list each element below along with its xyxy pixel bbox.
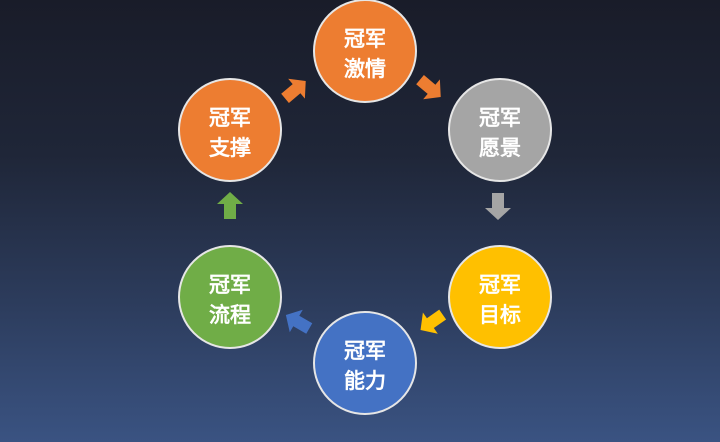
node-circle [313,0,417,103]
node-circle [448,78,552,182]
node-circle [178,245,282,349]
node-label: 激情 [344,57,386,81]
node-label: 愿景 [479,136,521,160]
node-circle [178,78,282,182]
arrow-icon [217,192,243,219]
node-circle [448,245,552,349]
node-label: 冠军 [209,273,251,297]
node-label: 冠军 [344,339,386,363]
node-circle [313,311,417,415]
arrow-icon [416,75,441,100]
node-label: 冠军 [479,106,521,130]
arrow-icon [485,193,511,220]
node-label: 流程 [209,303,251,327]
node-label: 能力 [344,369,386,393]
node-label: 支撑 [209,136,251,160]
node-label: 冠军 [209,106,251,130]
node-label: 冠军 [344,27,386,51]
arrow-icon [281,78,306,103]
arrow-icon [285,309,313,334]
arrow-icon [420,309,447,334]
node-label: 冠军 [479,273,521,297]
node-label: 目标 [479,303,521,327]
